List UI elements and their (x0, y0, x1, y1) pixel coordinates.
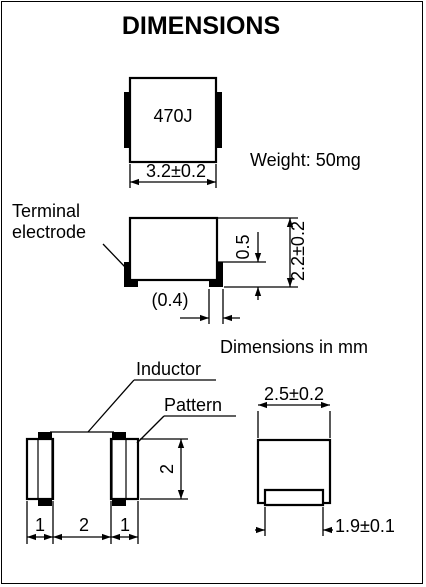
callout-line-2: electrode (12, 222, 86, 242)
end-view-electrode (263, 488, 325, 507)
inductor-label: Inductor (136, 359, 201, 379)
electrode-length-dim: (0.4) (151, 290, 188, 310)
top-view (124, 76, 222, 188)
top-width-dim: 3.2±0.2 (146, 161, 206, 181)
top-view-left-electrode (124, 92, 131, 148)
end-electrode-dim: 1.9±0.1 (335, 516, 395, 536)
weight-label: Weight: 50mg (250, 150, 361, 170)
electrode-height-dim: 0.5 (233, 234, 253, 259)
end-width-dim: 2.5±0.2 (264, 384, 324, 404)
gap-width-dim: 2 (79, 515, 89, 535)
end-view (255, 401, 333, 536)
total-height-dim: 2.2±0.2 (288, 221, 308, 281)
pad-height-dim: 2 (157, 464, 177, 474)
right-pad (109, 437, 140, 501)
page-title: DIMENSIONS (121, 12, 281, 40)
part-marking: 470J (153, 106, 192, 126)
left-pad (25, 437, 55, 501)
units-note: Dimensions in mm (220, 337, 368, 357)
terminal-electrode-callout: Terminal electrode (12, 201, 86, 242)
top-view-body (128, 76, 218, 164)
pattern-label: Pattern (164, 395, 222, 415)
top-view-right-electrode (215, 92, 222, 148)
side-right-electrode (209, 262, 223, 287)
side-left-electrode (124, 262, 138, 287)
side-view-body (128, 216, 219, 282)
side-view (102, 216, 298, 324)
pad-right-width-dim: 1 (120, 515, 130, 535)
callout-line-1: Terminal (12, 201, 80, 221)
pad-left-width-dim: 1 (35, 515, 45, 535)
land-pattern (25, 379, 236, 544)
